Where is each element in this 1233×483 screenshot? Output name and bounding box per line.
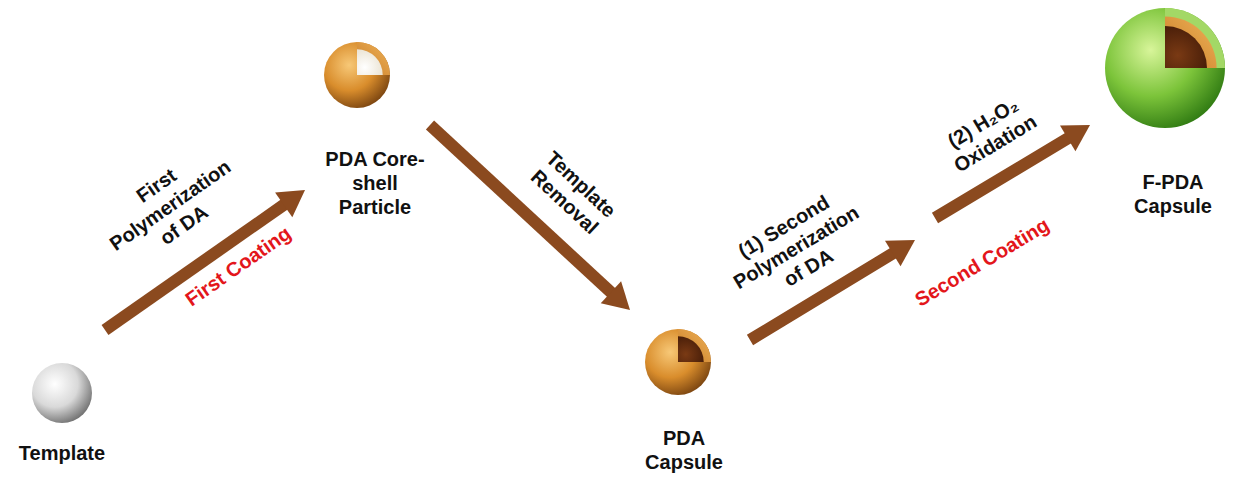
- sphere-body: [1105, 8, 1225, 128]
- sphere-icon: [32, 363, 92, 423]
- node-label: PDA Capsule: [634, 426, 734, 474]
- sphere-icon: [645, 329, 711, 395]
- sphere-body: [32, 363, 92, 423]
- hollow-core: [1165, 26, 1207, 68]
- arrow-head: [1060, 125, 1090, 151]
- step-label: Template Removal: [516, 138, 629, 248]
- sphere-body: [645, 329, 711, 395]
- arrow-head: [275, 190, 305, 217]
- annotation-label: (2) H₂O₂ Oxidation: [929, 84, 1050, 183]
- node-label: F-PDA Capsule: [1123, 170, 1223, 218]
- sphere-icon: [324, 42, 390, 108]
- particle-node: PDA Capsule: [645, 329, 711, 395]
- step-label: (1) Second Polymerization of DA: [712, 177, 879, 317]
- connector-group: [105, 125, 1090, 340]
- node-label: Template: [2, 441, 122, 465]
- sphere-body: [324, 42, 390, 108]
- sphere-icon: [1105, 8, 1225, 128]
- template-core: [357, 49, 383, 75]
- particle-node: F-PDA Capsule: [1105, 8, 1225, 128]
- particle-node: PDA Core-shell Particle: [324, 42, 390, 108]
- hollow-core: [678, 336, 704, 362]
- annotation-label: Second Coating: [903, 208, 1061, 316]
- outer-coating-section: [1165, 8, 1225, 68]
- shell-section: [678, 329, 711, 362]
- arrow-head: [885, 240, 915, 266]
- shell-section: [1165, 16, 1217, 68]
- step-label: First Polymerization of DA: [88, 132, 252, 277]
- node-label: PDA Core-shell Particle: [319, 147, 431, 219]
- particle-node: Template: [32, 363, 92, 423]
- arrow-head: [601, 281, 630, 310]
- shell-section: [357, 42, 390, 75]
